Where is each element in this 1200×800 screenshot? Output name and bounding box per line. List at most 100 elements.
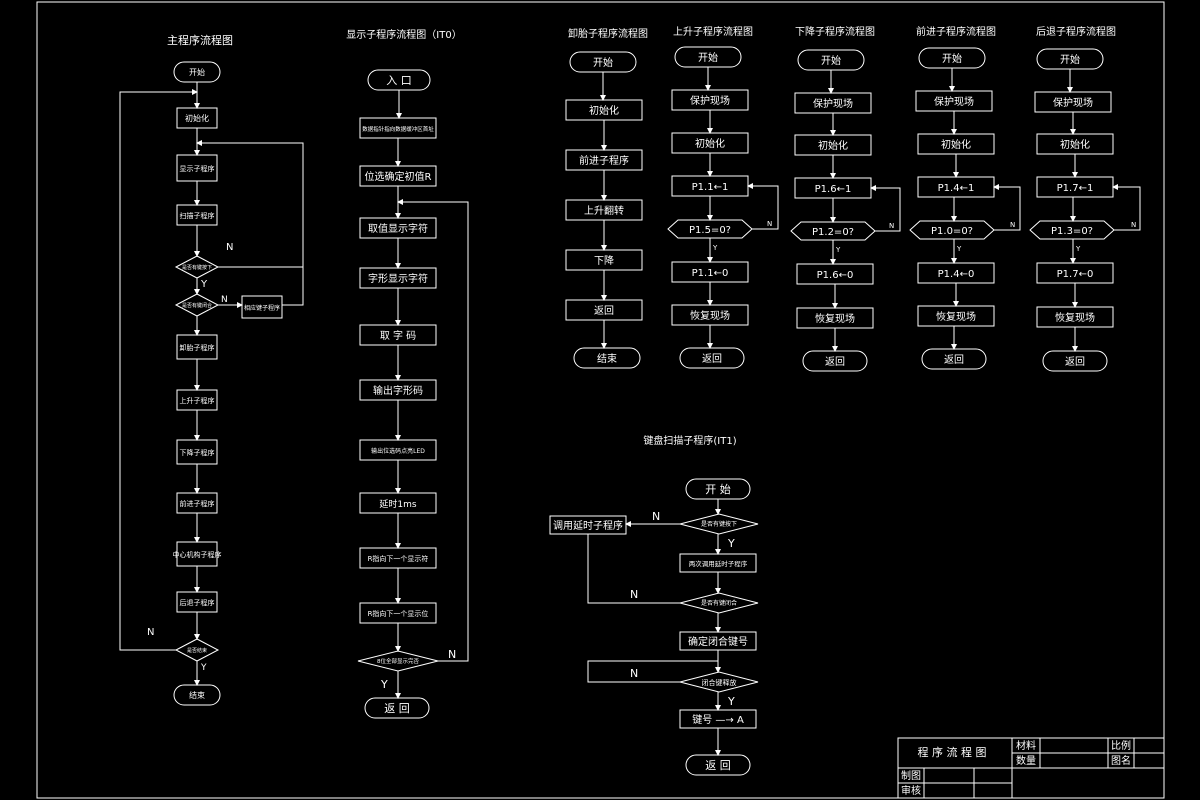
main-init-label: 初始化 bbox=[185, 113, 209, 123]
down-box-1-label: 保护现场 bbox=[813, 97, 853, 110]
main-display-label: 显示子程序 bbox=[180, 164, 215, 173]
title-display: 显示子程序流程图（IT0） bbox=[346, 28, 461, 41]
keyscan-return-label: 返 回 bbox=[705, 759, 731, 772]
forward-box-4-label: P1.4←0 bbox=[938, 269, 975, 280]
main-center-label: 中心机构子程序 bbox=[173, 550, 222, 559]
display-y-label: Y bbox=[380, 678, 388, 691]
display-entry-terminal bbox=[367, 69, 431, 91]
main-center-box bbox=[176, 541, 218, 567]
display-box-10-label: R指向下一个显示位 bbox=[368, 609, 429, 618]
back-box-3-label: P1.7←1 bbox=[1057, 183, 1094, 194]
unload-box-2-label: 前进子程序 bbox=[579, 154, 629, 167]
forward-decision-label: P1.0=0? bbox=[931, 226, 973, 237]
up-decision-label: P1.5=0? bbox=[689, 225, 731, 236]
down-decision-label: P1.2=0? bbox=[812, 227, 854, 238]
unload-box-4-label: 下降 bbox=[594, 254, 614, 267]
back-start-label: 开始 bbox=[1060, 53, 1080, 66]
back-box-4-label: P1.7←0 bbox=[1057, 269, 1094, 280]
display-box-6-label: 输出字形码 bbox=[373, 384, 423, 397]
forward-y-label: Y bbox=[956, 245, 962, 253]
main-n-label-1: N bbox=[226, 242, 233, 253]
up-n-label: N bbox=[767, 220, 772, 228]
keyscan-n-label-2: N bbox=[630, 588, 638, 601]
back-return-terminal bbox=[1042, 350, 1108, 372]
main-scan-label: 扫描子程序 bbox=[180, 211, 215, 220]
unload-start-label: 开始 bbox=[593, 56, 613, 69]
forward-return-terminal bbox=[921, 348, 987, 370]
up-box-3-label: P1.1←1 bbox=[692, 182, 729, 193]
keyscan-key-pressed-diamond bbox=[679, 513, 759, 535]
unload-box-1-label: 初始化 bbox=[589, 104, 619, 117]
keyscan-key-to-a-label: 键号 —→ A bbox=[692, 713, 744, 726]
keyscan-return-terminal bbox=[685, 754, 751, 776]
unload-subroutine-chart: 卸胎子程序流程图 开始 初始化 前进子程序 上升翻转 下降 返回 结束 bbox=[565, 27, 648, 369]
title-keyscan: 键盘扫描子程序(IT1) bbox=[643, 434, 736, 447]
down-y-label: Y bbox=[835, 246, 841, 254]
back-box-5-label: 恢复现场 bbox=[1055, 311, 1095, 324]
main-key-action-label: 相应键子程序 bbox=[244, 304, 280, 312]
down-subroutine-chart: 下降子程序流程图 开始 保护现场 初始化 P1.6←1 P1.2=0? P1.6… bbox=[790, 25, 901, 372]
keyscan-start-terminal bbox=[685, 478, 751, 500]
down-n-label: N bbox=[889, 222, 894, 230]
keyscan-y-label-1: Y bbox=[727, 537, 735, 550]
titleblock-material: 材料 bbox=[1016, 739, 1036, 752]
up-subroutine-chart: 上升子程序流程图 开始 保护现场 初始化 P1.1←1 P1.5=0? P1.1… bbox=[667, 25, 779, 369]
main-forward-label: 前进子程序 bbox=[180, 499, 215, 508]
main-end-diamond bbox=[174, 638, 220, 662]
display-return-label: 返 回 bbox=[384, 702, 410, 715]
main-end-label: 结束 bbox=[189, 690, 205, 700]
display-box-8-label: 延时1ms bbox=[379, 498, 416, 510]
keyscan-key-number-label: 确定闭合键号 bbox=[688, 635, 748, 648]
main-n-label-2: N bbox=[221, 295, 228, 305]
titleblock-drawn: 制图 bbox=[901, 769, 921, 782]
keyscan-key-closed-diamond bbox=[679, 592, 759, 614]
display-box-2-label: 位选确定初值R bbox=[365, 170, 432, 183]
up-box-4-label: P1.1←0 bbox=[692, 268, 729, 279]
up-box-2-label: 初始化 bbox=[695, 137, 725, 150]
main-back-label: 后退子程序 bbox=[180, 598, 215, 607]
back-n-label: N bbox=[1131, 221, 1136, 229]
title-forward: 前进子程序流程图 bbox=[916, 25, 996, 38]
title-unload: 卸胎子程序流程图 bbox=[568, 27, 648, 40]
keyscan-n-label-1: N bbox=[652, 510, 660, 523]
display-n-label: N bbox=[448, 648, 456, 661]
main-start-terminal bbox=[173, 61, 221, 83]
down-box-4-label: P1.6←0 bbox=[817, 270, 854, 281]
back-subroutine-chart: 后退子程序流程图 开始 保护现场 初始化 P1.7←1 P1.3=0? P1.7… bbox=[1029, 25, 1141, 372]
titleblock-qty: 数量 bbox=[1016, 754, 1036, 767]
title-down: 下降子程序流程图 bbox=[795, 25, 875, 38]
main-start-label: 开始 bbox=[189, 67, 205, 77]
up-y-label: Y bbox=[712, 244, 718, 252]
forward-box-3-label: P1.4←1 bbox=[938, 183, 975, 194]
display-subroutine-chart: 显示子程序流程图（IT0） 入 口 数据指针指向数据缓冲区首址 位选确定初值R … bbox=[346, 28, 469, 719]
display-box-5-label: 取 字 码 bbox=[380, 329, 416, 342]
keyscan-key-released-diamond bbox=[679, 671, 759, 693]
drawing-frame bbox=[36, 1, 1165, 799]
display-box-3-label: 取值显示字符 bbox=[368, 222, 428, 235]
forward-return-label: 返回 bbox=[944, 354, 964, 366]
down-box-2-label: 初始化 bbox=[818, 139, 848, 152]
unload-end-label: 结束 bbox=[597, 352, 617, 365]
down-box-3-label: P1.6←1 bbox=[815, 184, 852, 195]
down-start-terminal bbox=[797, 49, 865, 71]
up-box-1-label: 保护现场 bbox=[690, 94, 730, 107]
forward-box-2-label: 初始化 bbox=[941, 138, 971, 151]
display-box-1-label: 数据指针指向数据缓冲区首址 bbox=[362, 125, 434, 133]
up-box-5-label: 恢复现场 bbox=[690, 309, 730, 322]
keyscan-key-released-label: 闭合键释放 bbox=[702, 678, 737, 687]
unload-end-terminal bbox=[573, 347, 641, 369]
keyscan-n-label-3: N bbox=[630, 667, 638, 680]
keyscan-subroutine-chart: 键盘扫描子程序(IT1) 开 始 是否有键按下 调用延时子程序 两次调用延时子程… bbox=[549, 434, 759, 776]
main-down-box bbox=[176, 439, 218, 465]
title-up: 上升子程序流程图 bbox=[673, 25, 753, 38]
back-return-label: 返回 bbox=[1065, 356, 1085, 368]
main-up-label: 上升子程序 bbox=[180, 396, 215, 405]
up-start-terminal bbox=[674, 46, 742, 68]
forward-n-label: N bbox=[1010, 221, 1015, 229]
up-return-label: 返回 bbox=[702, 353, 722, 365]
back-box-1-label: 保护现场 bbox=[1053, 96, 1093, 109]
main-y-label-1: Y bbox=[200, 279, 208, 290]
main-y-label-2: Y bbox=[200, 663, 207, 673]
down-start-label: 开始 bbox=[821, 54, 841, 67]
